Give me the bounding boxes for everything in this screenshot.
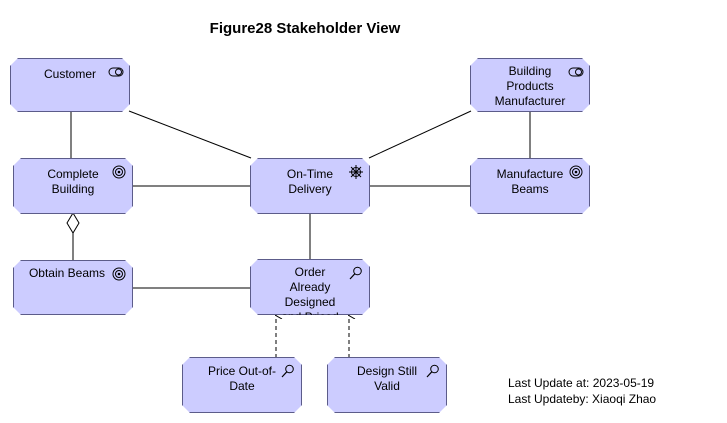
node-obtain-beams-label: Obtain Beams [28, 266, 106, 280]
assessment-icon [348, 266, 364, 280]
edge-bpm-on-time-delivery [368, 110, 472, 159]
node-manufacture-beams-label: Manufacture Beams [496, 167, 564, 196]
node-customer[interactable]: Customer [10, 58, 130, 112]
node-design-still-label: Design Still Valid [356, 364, 418, 393]
node-order-already-label: Order Already Designed and Priced [281, 265, 339, 324]
last-update-by-text: Last Updateby: Xiaoqi Zhao [508, 392, 657, 406]
node-price-out-label: Price Out-of-Date [207, 364, 276, 393]
goal-icon [111, 165, 127, 179]
node-building-products-manufacturer[interactable]: Building Products Manufacturer [470, 58, 590, 112]
stakeholder-icon [568, 65, 584, 79]
last-update-text: Last Update at: 2023-05-19 [508, 376, 655, 390]
node-complete-building[interactable]: Complete Building [13, 158, 133, 214]
diagram-title: Figure28 Stakeholder View [209, 20, 401, 37]
node-customer-label: Customer [43, 67, 96, 81]
driver-icon [348, 165, 364, 179]
goal-icon [111, 267, 127, 281]
node-obtain-beams[interactable]: Obtain Beams [13, 260, 133, 315]
node-on-time-delivery-label: On-Time Delivery [286, 167, 334, 196]
assessment-icon [280, 364, 296, 378]
assessment-icon [425, 364, 441, 378]
stakeholder-icon [108, 65, 124, 79]
node-on-time-delivery[interactable]: On-Time Delivery [250, 158, 370, 214]
aggregation-diamond [66, 212, 80, 234]
node-complete-building-label: Complete Building [47, 167, 99, 196]
node-order-already-designed[interactable]: Order Already Designed and Priced [250, 259, 370, 315]
edge-customer-on-time-delivery [128, 110, 252, 159]
node-price-out-of-date[interactable]: Price Out-of-Date [182, 357, 302, 413]
node-design-still-valid[interactable]: Design Still Valid [327, 357, 447, 413]
goal-icon [568, 165, 584, 179]
node-bpm-label: Building Products Manufacturer [494, 64, 566, 108]
node-manufacture-beams[interactable]: Manufacture Beams [470, 158, 590, 214]
